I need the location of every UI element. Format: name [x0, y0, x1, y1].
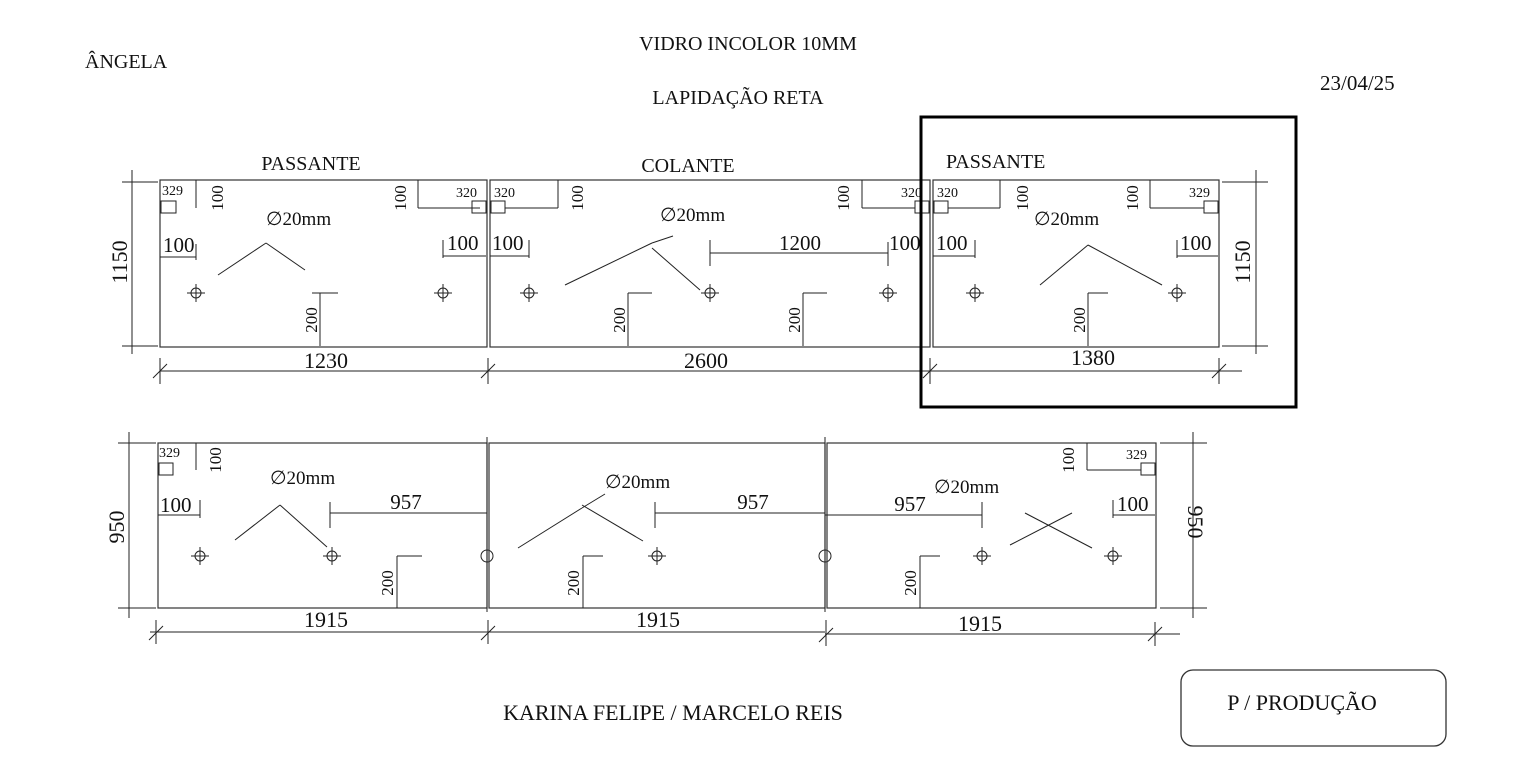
- hole-marker: [973, 547, 991, 565]
- edge-distance-label: 100: [160, 493, 192, 517]
- corner-width-label: 320: [494, 186, 515, 201]
- panel-width-label: 1380: [1071, 345, 1115, 370]
- corner-height-label: 100: [1013, 185, 1032, 211]
- edge-distance-right: 100: [447, 231, 479, 255]
- top-panel-3: PASSANTE 320 100 329 100 ∅20mm 100 100 2…: [919, 115, 1298, 409]
- hole-marker: [879, 284, 897, 302]
- hole-marker: [1104, 547, 1122, 565]
- hole-spacing-label: 957: [737, 490, 769, 514]
- hole-marker: [520, 284, 538, 302]
- hole-diameter-label: ∅20mm: [605, 472, 670, 493]
- bottom-height-dimension-right: 950: [1160, 432, 1208, 618]
- joint-connector: [818, 437, 832, 612]
- corner-height-label: 100: [391, 185, 410, 211]
- panel-label: PASSANTE: [261, 153, 360, 175]
- glass-pane: [488, 442, 826, 609]
- top-height-label-right: 1150: [1230, 240, 1255, 283]
- hole-diameter-label: ∅20mm: [1034, 209, 1099, 230]
- panel-width-label: 1915: [636, 607, 680, 632]
- corner-width-label: 329: [159, 446, 180, 461]
- production-stamp: P / PRODUÇÃO: [1180, 669, 1447, 747]
- hole-spacing-label: 957: [894, 492, 926, 516]
- drop-distance-label: 200: [610, 307, 629, 333]
- drop-distance-label: 200: [785, 307, 804, 333]
- material-title: VIDRO INCOLOR 10MM: [639, 33, 857, 55]
- corner-width-label: 320: [901, 186, 922, 201]
- corner-width-label: 320: [937, 186, 958, 201]
- glass-pane: [932, 179, 1220, 348]
- bottom-panel-1: 329 100 ∅20mm 100 957 200 1915: [148, 442, 488, 644]
- hole-spacing-label: 957: [390, 490, 422, 514]
- edge-distance-left: 100: [163, 233, 195, 257]
- hole-marker: [434, 284, 452, 302]
- glass-pane: [489, 179, 931, 348]
- hole-marker: [191, 547, 209, 565]
- top-row: 1150 1150 PASSANTE 329 100 320 100 ∅20mm: [107, 115, 1298, 409]
- panel-width-label: 1230: [304, 348, 348, 373]
- hole-spacing-label: 1200: [779, 231, 821, 255]
- corner-height-label: 100: [568, 185, 587, 211]
- corner-width-label: 329: [162, 184, 183, 199]
- bottom-height-label-right: 950: [1183, 506, 1208, 539]
- top-height-dimension-left: 1150: [107, 170, 158, 354]
- panel-label: PASSANTE: [946, 151, 1045, 173]
- corner-width-label: 329: [1126, 448, 1147, 463]
- hole-diameter-label: ∅20mm: [934, 477, 999, 498]
- drop-distance-label: 200: [1070, 307, 1089, 333]
- bottom-panel-2: ∅20mm 957 200 1915: [480, 442, 826, 644]
- edge-distance-right: 100: [889, 231, 921, 255]
- designers-label: KARINA FELIPE / MARCELO REIS: [503, 700, 843, 725]
- corner-height-label: 100: [834, 185, 853, 211]
- drop-distance-label: 200: [564, 570, 583, 596]
- finish-title: LAPIDAÇÃO RETA: [652, 85, 824, 109]
- hole-marker: [701, 284, 719, 302]
- hole-marker: [323, 547, 341, 565]
- bottom-row: 950 950 329 100 ∅20mm 100 957 200: [104, 432, 1208, 646]
- joint-connector: [480, 437, 494, 612]
- top-panel-1: PASSANTE 329 100 320 100 ∅20mm 100 100: [152, 153, 488, 384]
- production-stamp-label: P / PRODUÇÃO: [1227, 690, 1377, 715]
- hole-marker: [966, 284, 984, 302]
- edge-distance-right: 100: [1180, 231, 1212, 255]
- drop-distance-label: 200: [378, 570, 397, 596]
- hole-marker: [187, 284, 205, 302]
- hole-diameter-label: ∅20mm: [270, 468, 335, 489]
- panel-width-label: 1915: [958, 611, 1002, 636]
- corner-height-label: 100: [208, 185, 227, 211]
- bottom-panel-3: 329 100 ∅20mm 957 100 200 1915: [818, 442, 1180, 646]
- hole-marker: [1168, 284, 1186, 302]
- client-name: ÂNGELA: [85, 50, 168, 73]
- corner-height-label: 100: [1059, 447, 1078, 473]
- edge-distance-left: 100: [936, 231, 968, 255]
- bottom-height-label-left: 950: [104, 511, 129, 544]
- top-height-dimension-right: 1150: [1222, 170, 1268, 354]
- corner-height-label: 100: [1123, 185, 1142, 211]
- hole-diameter-label: ∅20mm: [266, 209, 331, 230]
- order-date: 23/04/25: [1320, 71, 1395, 95]
- top-panel-2: COLANTE 320 100 320 100 ∅20mm 100 1200 1…: [480, 155, 931, 384]
- hole-diameter-label: ∅20mm: [660, 205, 725, 226]
- drop-distance-label: 200: [302, 307, 321, 333]
- drop-distance-label: 200: [901, 570, 920, 596]
- panel-width-label: 1915: [304, 607, 348, 632]
- edge-distance-left: 100: [492, 231, 524, 255]
- corner-height-label: 100: [206, 447, 225, 473]
- glass-pane: [159, 179, 488, 348]
- hole-marker: [648, 547, 666, 565]
- panel-label: COLANTE: [641, 155, 734, 177]
- corner-width-label: 320: [456, 186, 477, 201]
- top-height-label-left: 1150: [107, 240, 132, 283]
- highlight-frame: [919, 115, 1298, 409]
- glass-pane: [826, 442, 1157, 609]
- bottom-height-dimension-left: 950: [104, 432, 156, 618]
- edge-distance-label: 100: [1117, 492, 1149, 516]
- panel-width-label: 2600: [684, 348, 728, 373]
- corner-width-label: 329: [1189, 186, 1210, 201]
